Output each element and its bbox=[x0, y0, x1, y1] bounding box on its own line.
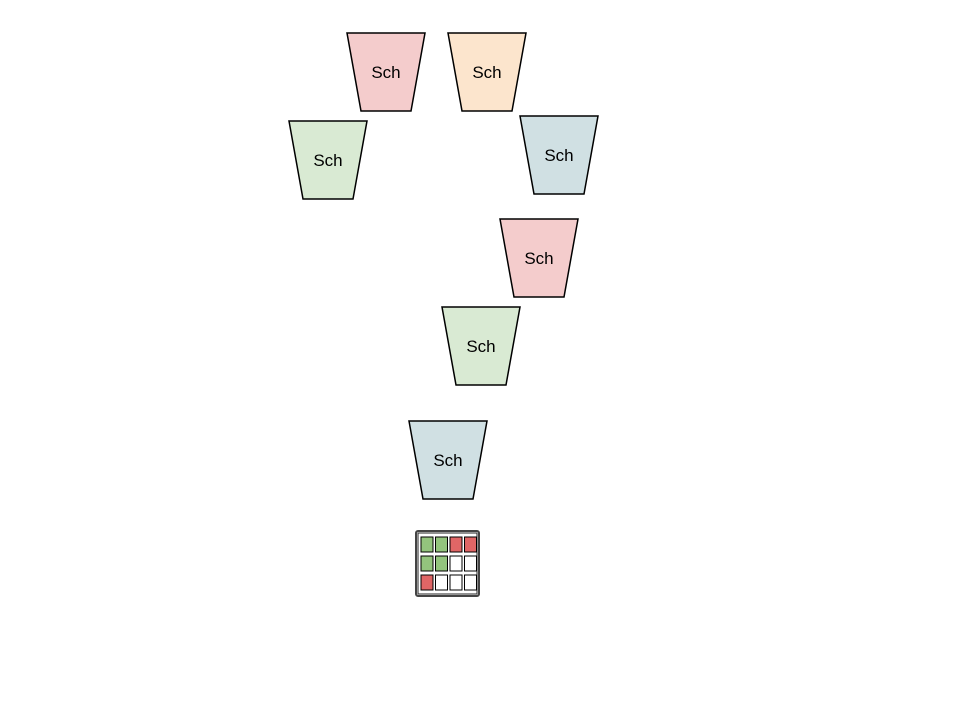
scheduler-bucket: Sch bbox=[408, 420, 488, 500]
grid-slot bbox=[435, 574, 448, 591]
grid-slot bbox=[420, 536, 434, 553]
bucket-label: Sch bbox=[466, 337, 495, 356]
grid-slot bbox=[420, 555, 434, 572]
grid-slot bbox=[449, 574, 463, 591]
grid-slot bbox=[449, 555, 463, 572]
bucket-shape bbox=[441, 306, 521, 386]
scheduler-bucket: Sch bbox=[441, 306, 521, 386]
bucket-shape bbox=[408, 420, 488, 500]
bucket-label: Sch bbox=[313, 151, 342, 170]
bucket-shape bbox=[346, 32, 426, 112]
bucket-shape bbox=[499, 218, 579, 298]
slot-grid bbox=[415, 530, 480, 597]
grid-slot bbox=[449, 536, 463, 553]
bucket-shape bbox=[519, 115, 599, 195]
bucket-label: Sch bbox=[472, 63, 501, 82]
grid-slot bbox=[435, 555, 448, 572]
scheduler-bucket: Sch bbox=[447, 32, 527, 112]
bucket-label: Sch bbox=[544, 146, 573, 165]
grid-slot bbox=[464, 574, 477, 591]
bucket-label: Sch bbox=[371, 63, 400, 82]
bucket-label: Sch bbox=[524, 249, 553, 268]
grid-slot bbox=[435, 536, 448, 553]
grid-slot bbox=[420, 574, 434, 591]
scheduler-bucket: Sch bbox=[499, 218, 579, 298]
grid-slot bbox=[464, 536, 477, 553]
grid-slot bbox=[464, 555, 477, 572]
bucket-shape bbox=[447, 32, 527, 112]
scheduler-bucket: Sch bbox=[288, 120, 368, 200]
bucket-shape bbox=[288, 120, 368, 200]
bucket-label: Sch bbox=[433, 451, 462, 470]
scheduler-bucket: Sch bbox=[519, 115, 599, 195]
scheduler-bucket: Sch bbox=[346, 32, 426, 112]
